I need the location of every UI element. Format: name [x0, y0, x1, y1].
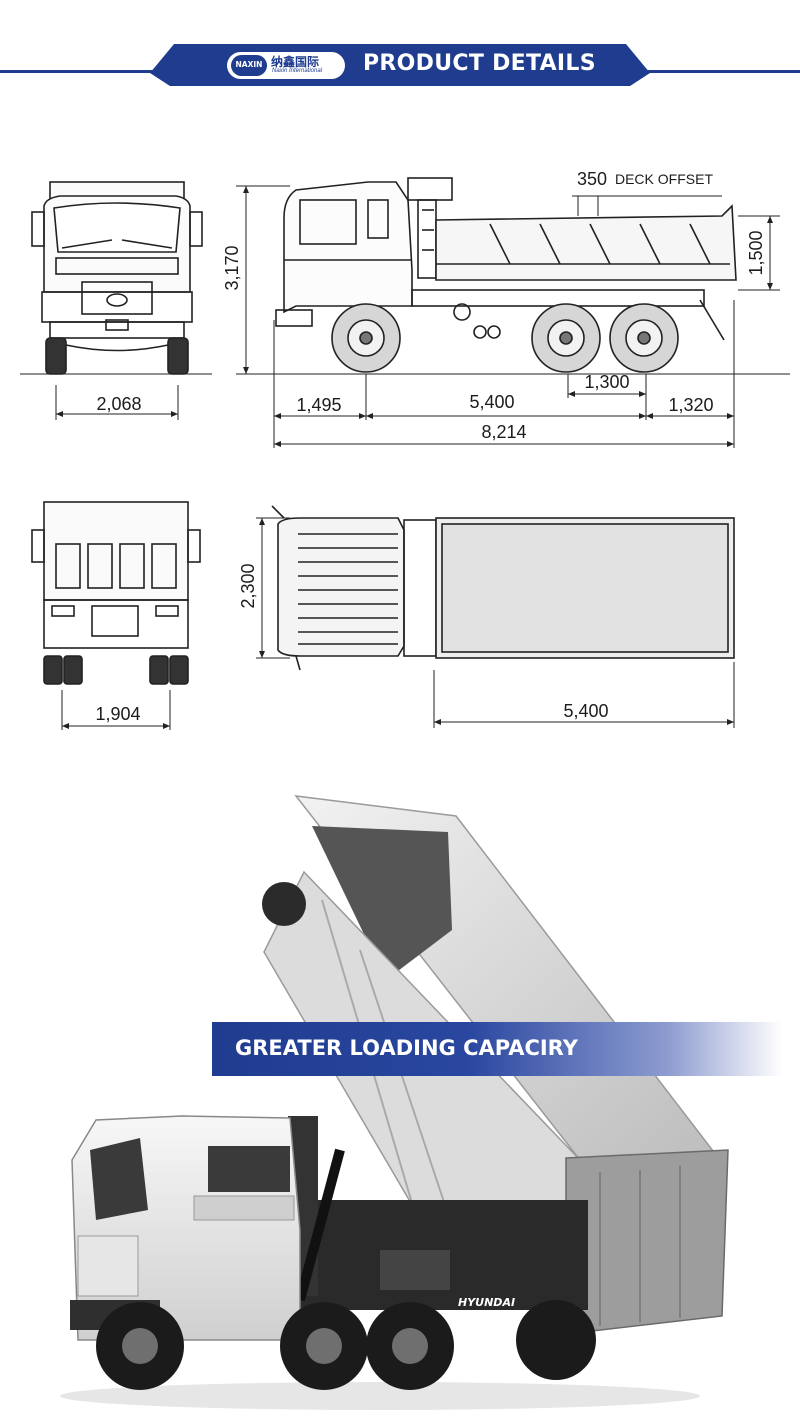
axle-spacing-label: 1,300 [584, 372, 629, 392]
front-overhang-label: 1,495 [296, 395, 341, 415]
hyundai-badge: HYUNDAI [458, 1296, 515, 1309]
dimension-drawing: 2,068 3,170 350 DECK OFFSET 1,500 1,495 … [20, 169, 790, 730]
rear-view [31, 501, 201, 685]
box-length-label: 5,400 [563, 701, 608, 721]
deck-offset-label: DECK OFFSET [615, 171, 713, 187]
tipper-truck-photo: HYUNDAI [60, 795, 729, 1410]
logo-english-name: Naxin International [272, 68, 323, 74]
header-banner: NAXIN 纳鑫国际 Naxin International PRODUCT D… [150, 44, 650, 86]
overall-length-label: 8,214 [481, 422, 526, 442]
cab-width-label: 2,300 [238, 563, 258, 608]
box-height-label: 1,500 [746, 230, 766, 275]
wheels [96, 1300, 596, 1390]
capacity-banner: GREATER LOADING CAPACIRY [212, 1022, 782, 1076]
logo-mark: NAXIN [231, 55, 267, 76]
deck-offset-value: 350 [577, 169, 607, 189]
top-view [271, 505, 735, 671]
rear-width-label: 1,904 [95, 704, 140, 724]
logo-mark-text: NAXIN [235, 60, 263, 69]
capacity-banner-text: GREATER LOADING CAPACIRY [235, 1036, 578, 1060]
wheelbase-label: 5,400 [469, 392, 514, 412]
rear-overhang-label: 1,320 [668, 395, 713, 415]
page-title: PRODUCT DETAILS [363, 51, 596, 76]
side-view [275, 177, 737, 373]
overall-height-label: 3,170 [222, 245, 242, 290]
logo-chinese-name: 纳鑫国际 [271, 55, 320, 69]
ground-shadow [60, 1382, 700, 1410]
cab [70, 1115, 301, 1341]
front-width-label: 2,068 [96, 394, 141, 414]
front-view [31, 181, 203, 375]
brand-logo: NAXIN 纳鑫国际 Naxin International [227, 52, 345, 79]
